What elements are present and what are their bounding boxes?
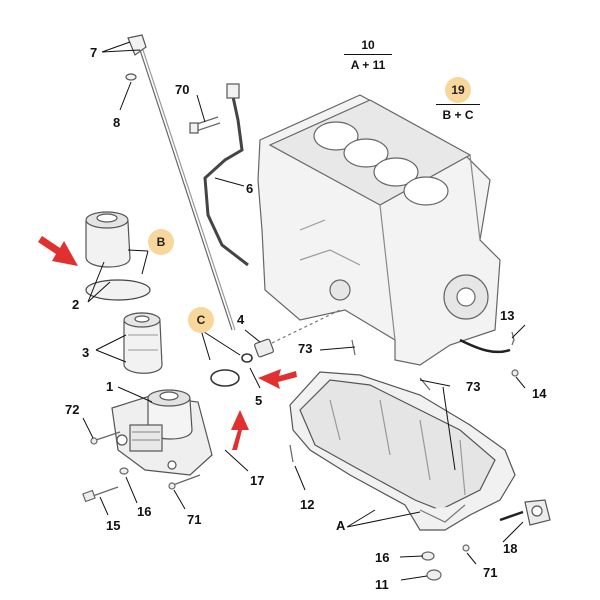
badge-c: C [188, 307, 214, 333]
group-number: 10 [361, 38, 375, 52]
callout-a: A [336, 518, 346, 533]
oil-filter-element [123, 312, 163, 374]
red-arrow-icon [38, 236, 78, 266]
group-label-10: 10 A + 11 [344, 38, 392, 72]
bolts [82, 331, 519, 581]
callout-18: 18 [503, 541, 518, 556]
hoses [459, 338, 524, 522]
callout-73-left: 73 [298, 341, 313, 356]
dipstick [125, 34, 236, 331]
callout-8: 8 [113, 115, 121, 130]
callout-13: 13 [500, 308, 515, 323]
callout-70: 70 [175, 82, 190, 97]
callout-72: 72 [65, 402, 80, 417]
leader-lines [82, 41, 526, 581]
badge-19: 19 [445, 77, 471, 103]
dipstick-tube [189, 83, 249, 267]
callout-71-left: 71 [187, 512, 202, 527]
oil-filter-cap [85, 211, 151, 301]
engine-block [257, 94, 501, 366]
group-label-19: B + C [436, 104, 480, 122]
callout-71-right: 71 [483, 565, 498, 580]
callout-5: 5 [255, 393, 263, 408]
callout-1: 1 [106, 379, 114, 394]
callout-2: 2 [72, 297, 80, 312]
callout-73-right: 73 [466, 379, 481, 394]
callout-17: 17 [250, 473, 265, 488]
oil-sump [289, 371, 516, 531]
callout-11: 11 [375, 577, 389, 592]
red-arrow-icon [231, 410, 249, 450]
oil-filter-housing [111, 389, 213, 476]
callout-6: 6 [246, 181, 254, 196]
callout-14: 14 [532, 386, 547, 401]
seals-c [210, 353, 253, 387]
callout-16-bottom: 16 [375, 550, 390, 565]
callout-15: 15 [106, 518, 121, 533]
callout-3: 3 [82, 345, 90, 360]
callout-16-left: 16 [137, 504, 152, 519]
group-sub: B + C [436, 104, 480, 122]
red-arrow-icon [258, 369, 297, 389]
group-sub: A + 11 [344, 54, 392, 72]
callout-4: 4 [237, 312, 245, 327]
engine-mount [524, 499, 551, 526]
callout-12: 12 [300, 497, 315, 512]
oil-pressure-switch [254, 309, 341, 358]
callout-7: 7 [90, 45, 98, 60]
badge-b: B [148, 229, 174, 255]
